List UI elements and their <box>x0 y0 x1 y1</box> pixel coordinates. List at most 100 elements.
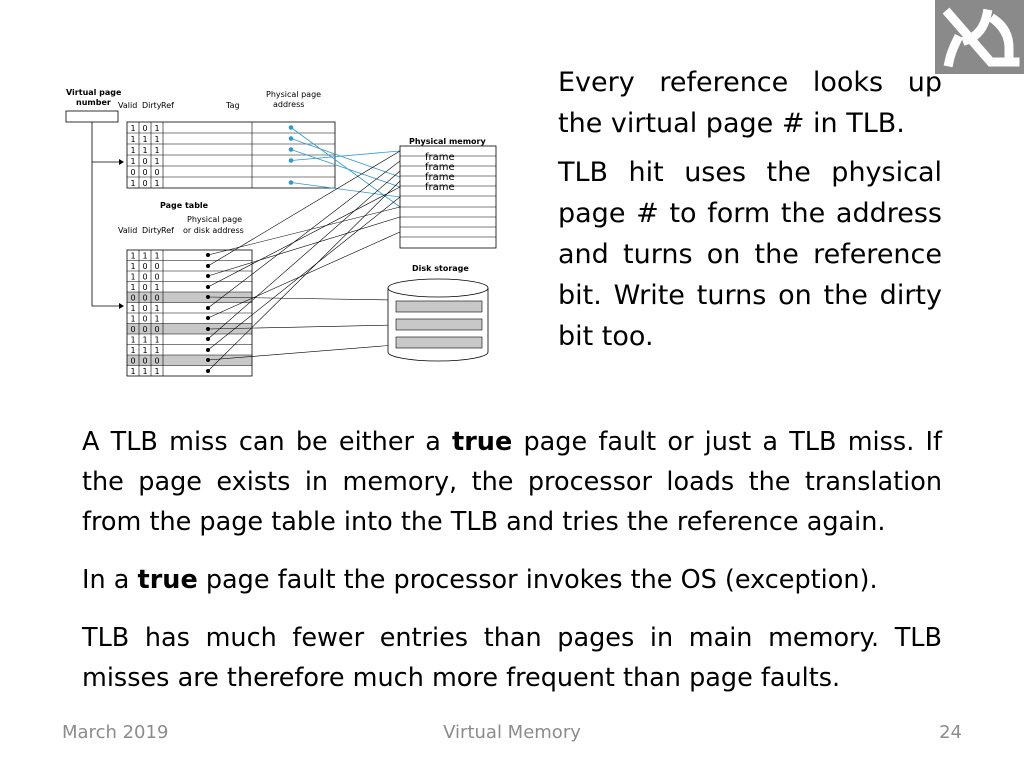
page-table-cell: 1 <box>130 252 135 261</box>
page-table-cell: 1 <box>130 273 135 282</box>
page-table-ref-header: Ref <box>161 226 174 235</box>
tlb-size-paragraph: TLB has much fewer entries than pages in… <box>82 623 942 693</box>
page-table-cell: 0 <box>130 294 135 303</box>
page-table-to-memory-arrows <box>207 150 401 372</box>
page-table-cell: 1 <box>154 346 159 355</box>
tlb-dirty-header: Dirty <box>142 101 162 110</box>
page-table-cell: 1 <box>130 367 135 376</box>
page-table-cell: 1 <box>142 367 147 376</box>
text-span: page fault the processor invokes the OS … <box>197 565 878 595</box>
text-span: page fault or just a TLB miss. If the pa… <box>82 427 942 537</box>
tlb-reference-paragraph: Every reference looks up the virtual pag… <box>558 67 942 139</box>
page-table-cell: 1 <box>130 283 135 292</box>
page-table-cell: 0 <box>142 262 147 271</box>
page-table-cell: 0 <box>142 357 147 366</box>
page-fault-paragraph: In a true page fault the processor invok… <box>82 560 942 600</box>
tlb-arrowhead <box>119 159 124 165</box>
page-table-cell: 1 <box>130 262 135 271</box>
page-table-dirty-header: Dirty <box>142 226 162 235</box>
page-table-cell: 1 <box>130 336 135 345</box>
tlb-cell: 1 <box>154 157 159 166</box>
physical-page-address-header-line1: Physical page <box>266 90 321 99</box>
page-table-cell: 1 <box>154 283 159 292</box>
page-table-address-header-line1: Physical page <box>187 215 242 224</box>
page-table-address-header-line2: or disk address <box>183 226 244 235</box>
page-table-cell: 0 <box>142 304 147 313</box>
footer-date: March 2019 <box>62 722 169 743</box>
physical-memory-block <box>399 145 497 249</box>
tlb-cell: 1 <box>142 146 147 155</box>
page-table-cell: 0 <box>142 273 147 282</box>
physical-page-address-header-line2: address <box>273 100 304 109</box>
tlb-cell: 0 <box>142 168 147 177</box>
tlb-cell: 1 <box>130 157 135 166</box>
tlb-cell: 1 <box>130 146 135 155</box>
physical-memory-title: Physical memory <box>409 137 486 146</box>
logo <box>935 0 1024 74</box>
tlb-ref-header: Ref <box>161 101 174 110</box>
tlb-cell: 0 <box>130 168 135 177</box>
virtual-page-number-header-line1: Virtual page <box>66 88 122 97</box>
disk-storage-cylinder <box>387 278 489 362</box>
page-table-cell: 1 <box>154 367 159 376</box>
page-table-cell: 0 <box>130 357 135 366</box>
tlb-cell: 0 <box>154 168 159 177</box>
tlb-miss-paragraph: A TLB miss can be either a true page fau… <box>82 422 942 542</box>
tlb-cell: 1 <box>130 124 135 133</box>
page-table-cell: 1 <box>142 346 147 355</box>
tlb-cell: 1 <box>130 179 135 188</box>
page-table-cell: 1 <box>130 304 135 313</box>
tlb-cell: 1 <box>130 135 135 144</box>
page-table-arrowhead <box>119 303 124 309</box>
page-table-cell: 0 <box>154 262 159 271</box>
text-span: A TLB miss can be either a <box>82 427 453 457</box>
virtual-page-number-header-line2: number <box>76 98 111 107</box>
slide-number: 24 <box>939 722 962 743</box>
page-table-cell: 0 <box>142 283 147 292</box>
page-table-cell: 1 <box>154 336 159 345</box>
page-table-cell: 0 <box>154 294 159 303</box>
tlb-cell: 0 <box>142 179 147 188</box>
text-span: In a <box>82 565 138 595</box>
tlb-cell: 1 <box>154 124 159 133</box>
page-table-cell: 0 <box>154 325 159 334</box>
frame-label: frame <box>425 172 455 183</box>
page-table <box>126 249 253 377</box>
footer-title: Virtual Memory <box>443 722 581 743</box>
tlb-hit-explanation: Every reference looks up the virtual pag… <box>558 62 942 357</box>
frame-label: frame <box>425 152 455 163</box>
tlb-cell: 1 <box>154 146 159 155</box>
page-table-cell: 0 <box>142 294 147 303</box>
frame-label: frame <box>425 182 455 193</box>
emphasis-true: true <box>452 427 513 457</box>
page-table-cell: 0 <box>130 325 135 334</box>
tlb-miss-explanation: A TLB miss can be either a true page fau… <box>82 422 942 698</box>
tlb-cell: 1 <box>154 135 159 144</box>
tlb-tag-header: Tag <box>225 101 240 110</box>
tlb-cell: 0 <box>142 124 147 133</box>
emphasis-true: true <box>137 565 198 595</box>
tlb-table <box>126 121 336 189</box>
page-table-title: Page table <box>160 201 209 210</box>
page-table-cell: 1 <box>154 304 159 313</box>
tlb-valid-header: Valid <box>118 101 137 110</box>
page-table-cell: 1 <box>154 252 159 261</box>
tlb-to-memory-arrows <box>290 127 401 208</box>
page-table-cell: 1 <box>130 346 135 355</box>
page-table-cell: 1 <box>142 252 147 261</box>
tlb-cell: 0 <box>142 157 147 166</box>
page-table-cell: 0 <box>142 315 147 324</box>
page-table-cell: 1 <box>142 336 147 345</box>
tlb-hit-paragraph: TLB hit uses the physical page # to form… <box>558 157 942 352</box>
page-table-valid-header: Valid <box>118 226 137 235</box>
virtual-page-connector <box>91 122 122 307</box>
page-table-cell: 1 <box>154 315 159 324</box>
frame-label: frame <box>425 162 455 173</box>
page-table-cell: 0 <box>142 325 147 334</box>
page-table-cell: 0 <box>154 357 159 366</box>
page-table-cell: 0 <box>154 273 159 282</box>
tlb-cell: 1 <box>142 135 147 144</box>
virtual-page-number-box <box>65 110 119 123</box>
disk-storage-title: Disk storage <box>412 264 469 273</box>
tlb-page-table-diagram: Virtual page number Valid Dirty Ref Tag … <box>65 88 497 377</box>
